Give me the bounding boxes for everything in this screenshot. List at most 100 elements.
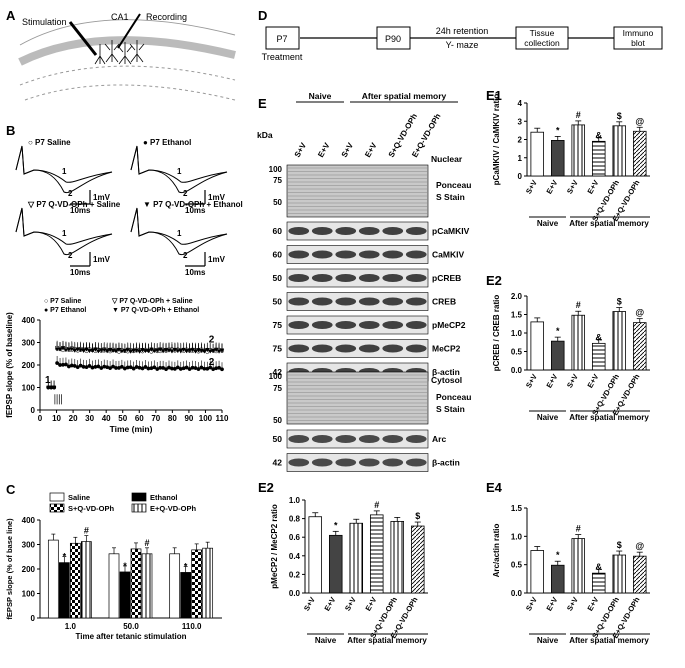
ltp-point xyxy=(152,365,157,370)
bar xyxy=(591,342,606,371)
ponceau-stain-label: S Stain xyxy=(436,404,465,414)
bar xyxy=(591,572,606,594)
bar-ytick-label: 1 xyxy=(518,154,523,163)
bar-sig-mark: & xyxy=(596,130,603,140)
ltp-point xyxy=(131,348,136,353)
ltp-timecourse-plot: ○ P7 Saline▽ P7 Q-VD-OPh + Saline● P7 Et… xyxy=(5,298,229,434)
ltp-legend-entry: ○ P7 Saline xyxy=(44,298,81,305)
ltp-point xyxy=(220,367,224,372)
c-bar xyxy=(58,562,70,619)
blot-band xyxy=(335,344,357,353)
ltp-point xyxy=(152,349,157,354)
scale-voltage: 1mV xyxy=(208,193,226,202)
ltp-point xyxy=(66,347,72,352)
pcamkiv-ratio-chart: 01234S+V*E+V#S+V&E+V$S+Q-VD-OPh@E+Q-VD-O… xyxy=(492,94,650,228)
blot-band xyxy=(405,297,427,306)
ponceau-stain-label: S Stain xyxy=(436,192,465,202)
blot-band xyxy=(311,321,333,329)
bar xyxy=(550,564,565,594)
blot-strip xyxy=(286,245,429,264)
scale-time: 10ms xyxy=(70,206,91,215)
blot-band xyxy=(358,227,380,235)
ltp-point xyxy=(184,349,189,354)
trace-marker-1: 1 xyxy=(62,167,67,176)
bar xyxy=(308,516,323,594)
bar-category-label: E+V xyxy=(322,596,337,613)
blot-band xyxy=(382,344,404,353)
blot-band xyxy=(335,227,357,235)
bar-sig-mark: @ xyxy=(635,308,644,318)
blot-mw-marker: 50 xyxy=(273,416,282,425)
ltp-point xyxy=(143,349,148,354)
bar-ytick-label: 0.0 xyxy=(511,366,523,375)
timeline-p7: P7 xyxy=(276,34,287,44)
blot-mw-marker: 60 xyxy=(273,250,283,260)
blot-band xyxy=(405,321,427,329)
blot-nuclear-label: Nuclear xyxy=(431,154,463,164)
bar-sig-mark: # xyxy=(576,300,581,310)
c-legend-swatch xyxy=(49,492,65,502)
bar-ytick-label: 1.0 xyxy=(511,329,523,338)
ltp-point xyxy=(87,363,92,368)
bar-category-label: E+V xyxy=(585,179,600,196)
c-bar xyxy=(108,553,120,619)
panel-label-b: B xyxy=(6,123,15,138)
c-legend-label: Saline xyxy=(68,493,90,502)
blot-protein-label: Arc xyxy=(432,434,446,444)
bar xyxy=(550,340,565,371)
blot-protein-label: pCaMKIV xyxy=(432,226,470,236)
scale-voltage: 1mV xyxy=(93,193,111,202)
blot-band xyxy=(288,321,310,329)
c-sig-mark: # xyxy=(144,538,149,548)
ltp-point xyxy=(119,364,124,369)
panel-label-c: C xyxy=(6,482,16,497)
ca1-label: CA1 xyxy=(111,12,129,22)
c-legend-swatch xyxy=(49,503,65,513)
blot-band xyxy=(405,435,427,443)
blot-mw-marker: 50 xyxy=(273,434,283,444)
bar-sig-mark: & xyxy=(596,562,603,572)
bar-ytick-label: 1.5 xyxy=(511,504,523,513)
ltp-point xyxy=(157,347,163,353)
bar-sig-mark: $ xyxy=(415,511,420,521)
blot-mw-marker: 42 xyxy=(273,367,283,377)
c-bar xyxy=(202,547,214,619)
bar-group-after: After spatial memory xyxy=(569,636,649,645)
ltp-point xyxy=(113,349,119,354)
bar xyxy=(612,554,627,594)
c-bar xyxy=(141,553,153,619)
ltp-xtick-label: 100 xyxy=(199,414,213,423)
blot-band xyxy=(405,344,427,353)
bar xyxy=(571,538,586,594)
ltp-ytick-label: 400 xyxy=(22,316,36,325)
timeline-p90: P90 xyxy=(385,34,401,44)
ltp-xtick-label: 40 xyxy=(102,414,111,423)
trace-marker-2: 2 xyxy=(183,189,188,198)
bar-group-naive: Naive xyxy=(537,636,559,645)
bar-ytick-label: 0.8 xyxy=(289,515,301,524)
ponceau-label: Ponceau xyxy=(436,392,471,402)
ltp-point xyxy=(81,349,86,354)
c-sig-mark: * xyxy=(63,552,67,562)
ltp-point xyxy=(184,365,189,370)
trace-label: ▼ P7 Q-VD-OPh + Ethanol xyxy=(143,200,243,209)
scale-time: 10ms xyxy=(185,268,206,277)
c-sig-mark: * xyxy=(123,561,127,571)
blot-protein-label: pMeCP2 xyxy=(432,320,466,330)
trace-marker-1: 1 xyxy=(62,229,67,238)
ltp-point xyxy=(208,349,213,354)
bar xyxy=(571,314,586,371)
bar xyxy=(530,550,545,594)
bar-ytick-label: 0.0 xyxy=(289,589,301,598)
timeline-immuno-2: blot xyxy=(631,38,645,48)
blot-band xyxy=(288,344,310,353)
ltp-point xyxy=(69,347,75,352)
blot-mw-marker: 42 xyxy=(273,458,283,468)
blot-lane-label: E+V xyxy=(363,141,379,159)
blot-band xyxy=(335,250,357,259)
c-ytick-label: 200 xyxy=(22,565,36,574)
trace-marker-2: 2 xyxy=(183,251,188,260)
scale-time: 10ms xyxy=(70,268,91,277)
